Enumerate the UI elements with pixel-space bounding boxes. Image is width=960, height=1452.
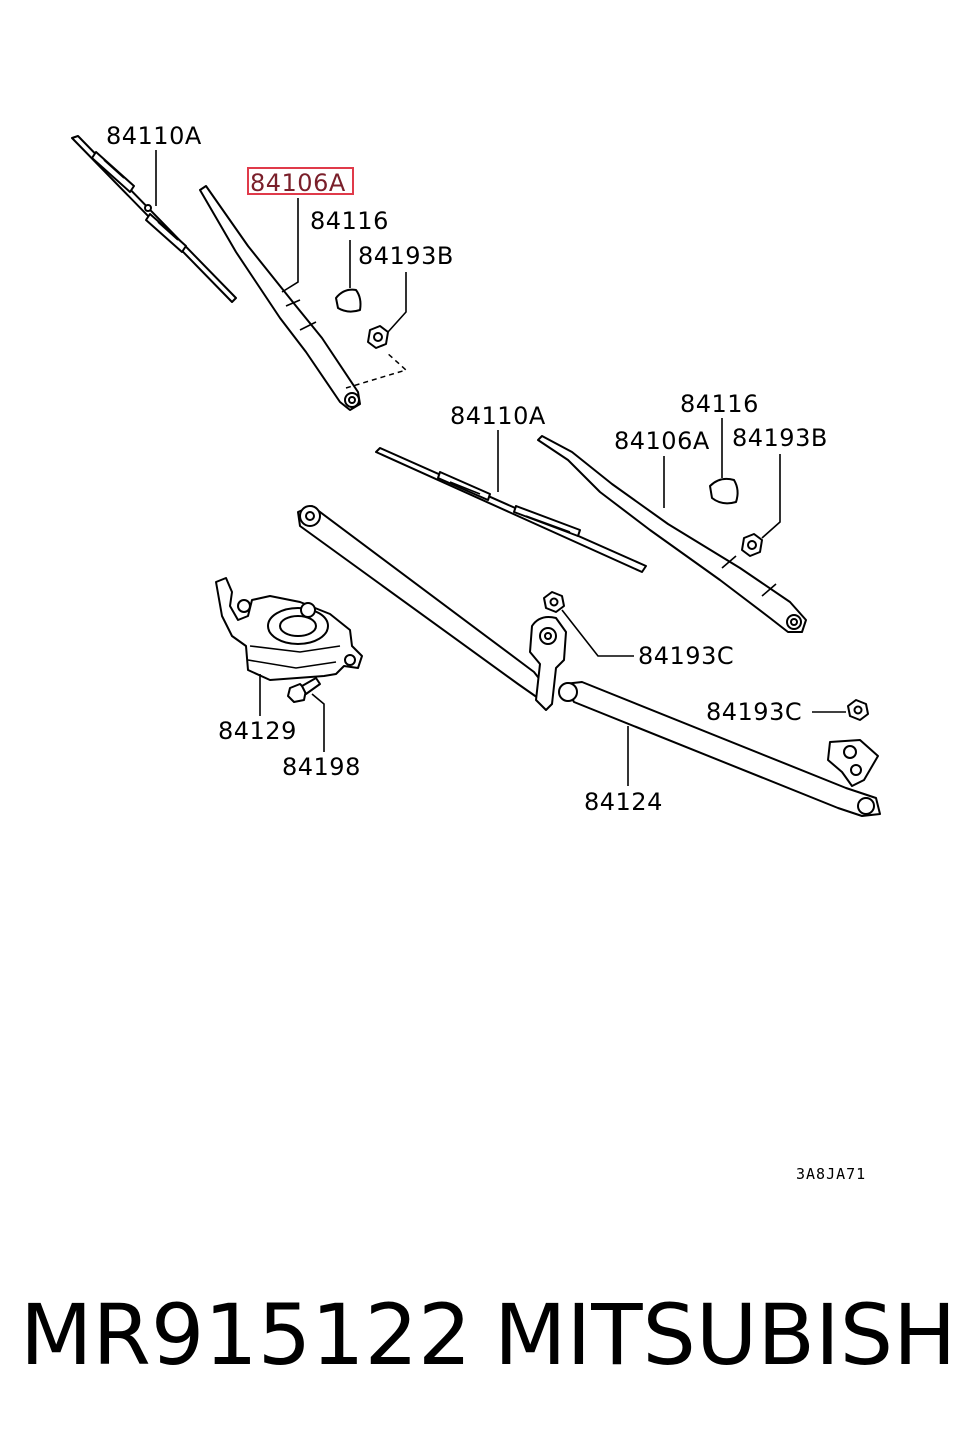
callout-84116-left: 84116 [310,207,389,235]
callout-84198: 84198 [282,753,361,781]
callout-84106a-highlighted: 84106A [250,169,346,197]
callout-84129: 84129 [218,717,297,745]
illustration-code: 3A8JA71 [796,1165,866,1183]
wiper-motor [215,577,363,681]
part-number: MR915122 [20,1286,472,1384]
wiper-cap-left [335,288,362,313]
wiper-nut-right [741,533,763,557]
wiper-nut-left [367,325,389,349]
callout-84193b-left: 84193B [358,242,454,270]
wiper-arm-left [199,185,361,411]
callout-84106a-right: 84106A [614,427,710,455]
callout-84193c-right: 84193C [706,698,802,726]
callout-84193b-right: 84193B [732,424,828,452]
wiper-cap-right [709,477,739,505]
callout-84116-right: 84116 [680,390,759,418]
leader-lines [155,150,846,786]
callout-84110a-left: 84110A [106,122,202,150]
callout-84124: 84124 [584,788,663,816]
wiper-blade-left [71,135,237,303]
callout-84193c-center: 84193C [638,642,734,670]
highlight-box [247,167,354,195]
callout-84110a-right: 84110A [450,402,546,430]
wiper-arm-right [537,435,807,633]
pivot-nut-center [543,591,565,613]
wiper-blade-right [375,447,647,573]
wiper-linkage [297,505,881,817]
pivot-nut-right [847,699,869,721]
motor-bolt [287,677,321,703]
assembly-line-left [345,351,408,389]
brand-name: MITSUBISHI [494,1286,960,1384]
